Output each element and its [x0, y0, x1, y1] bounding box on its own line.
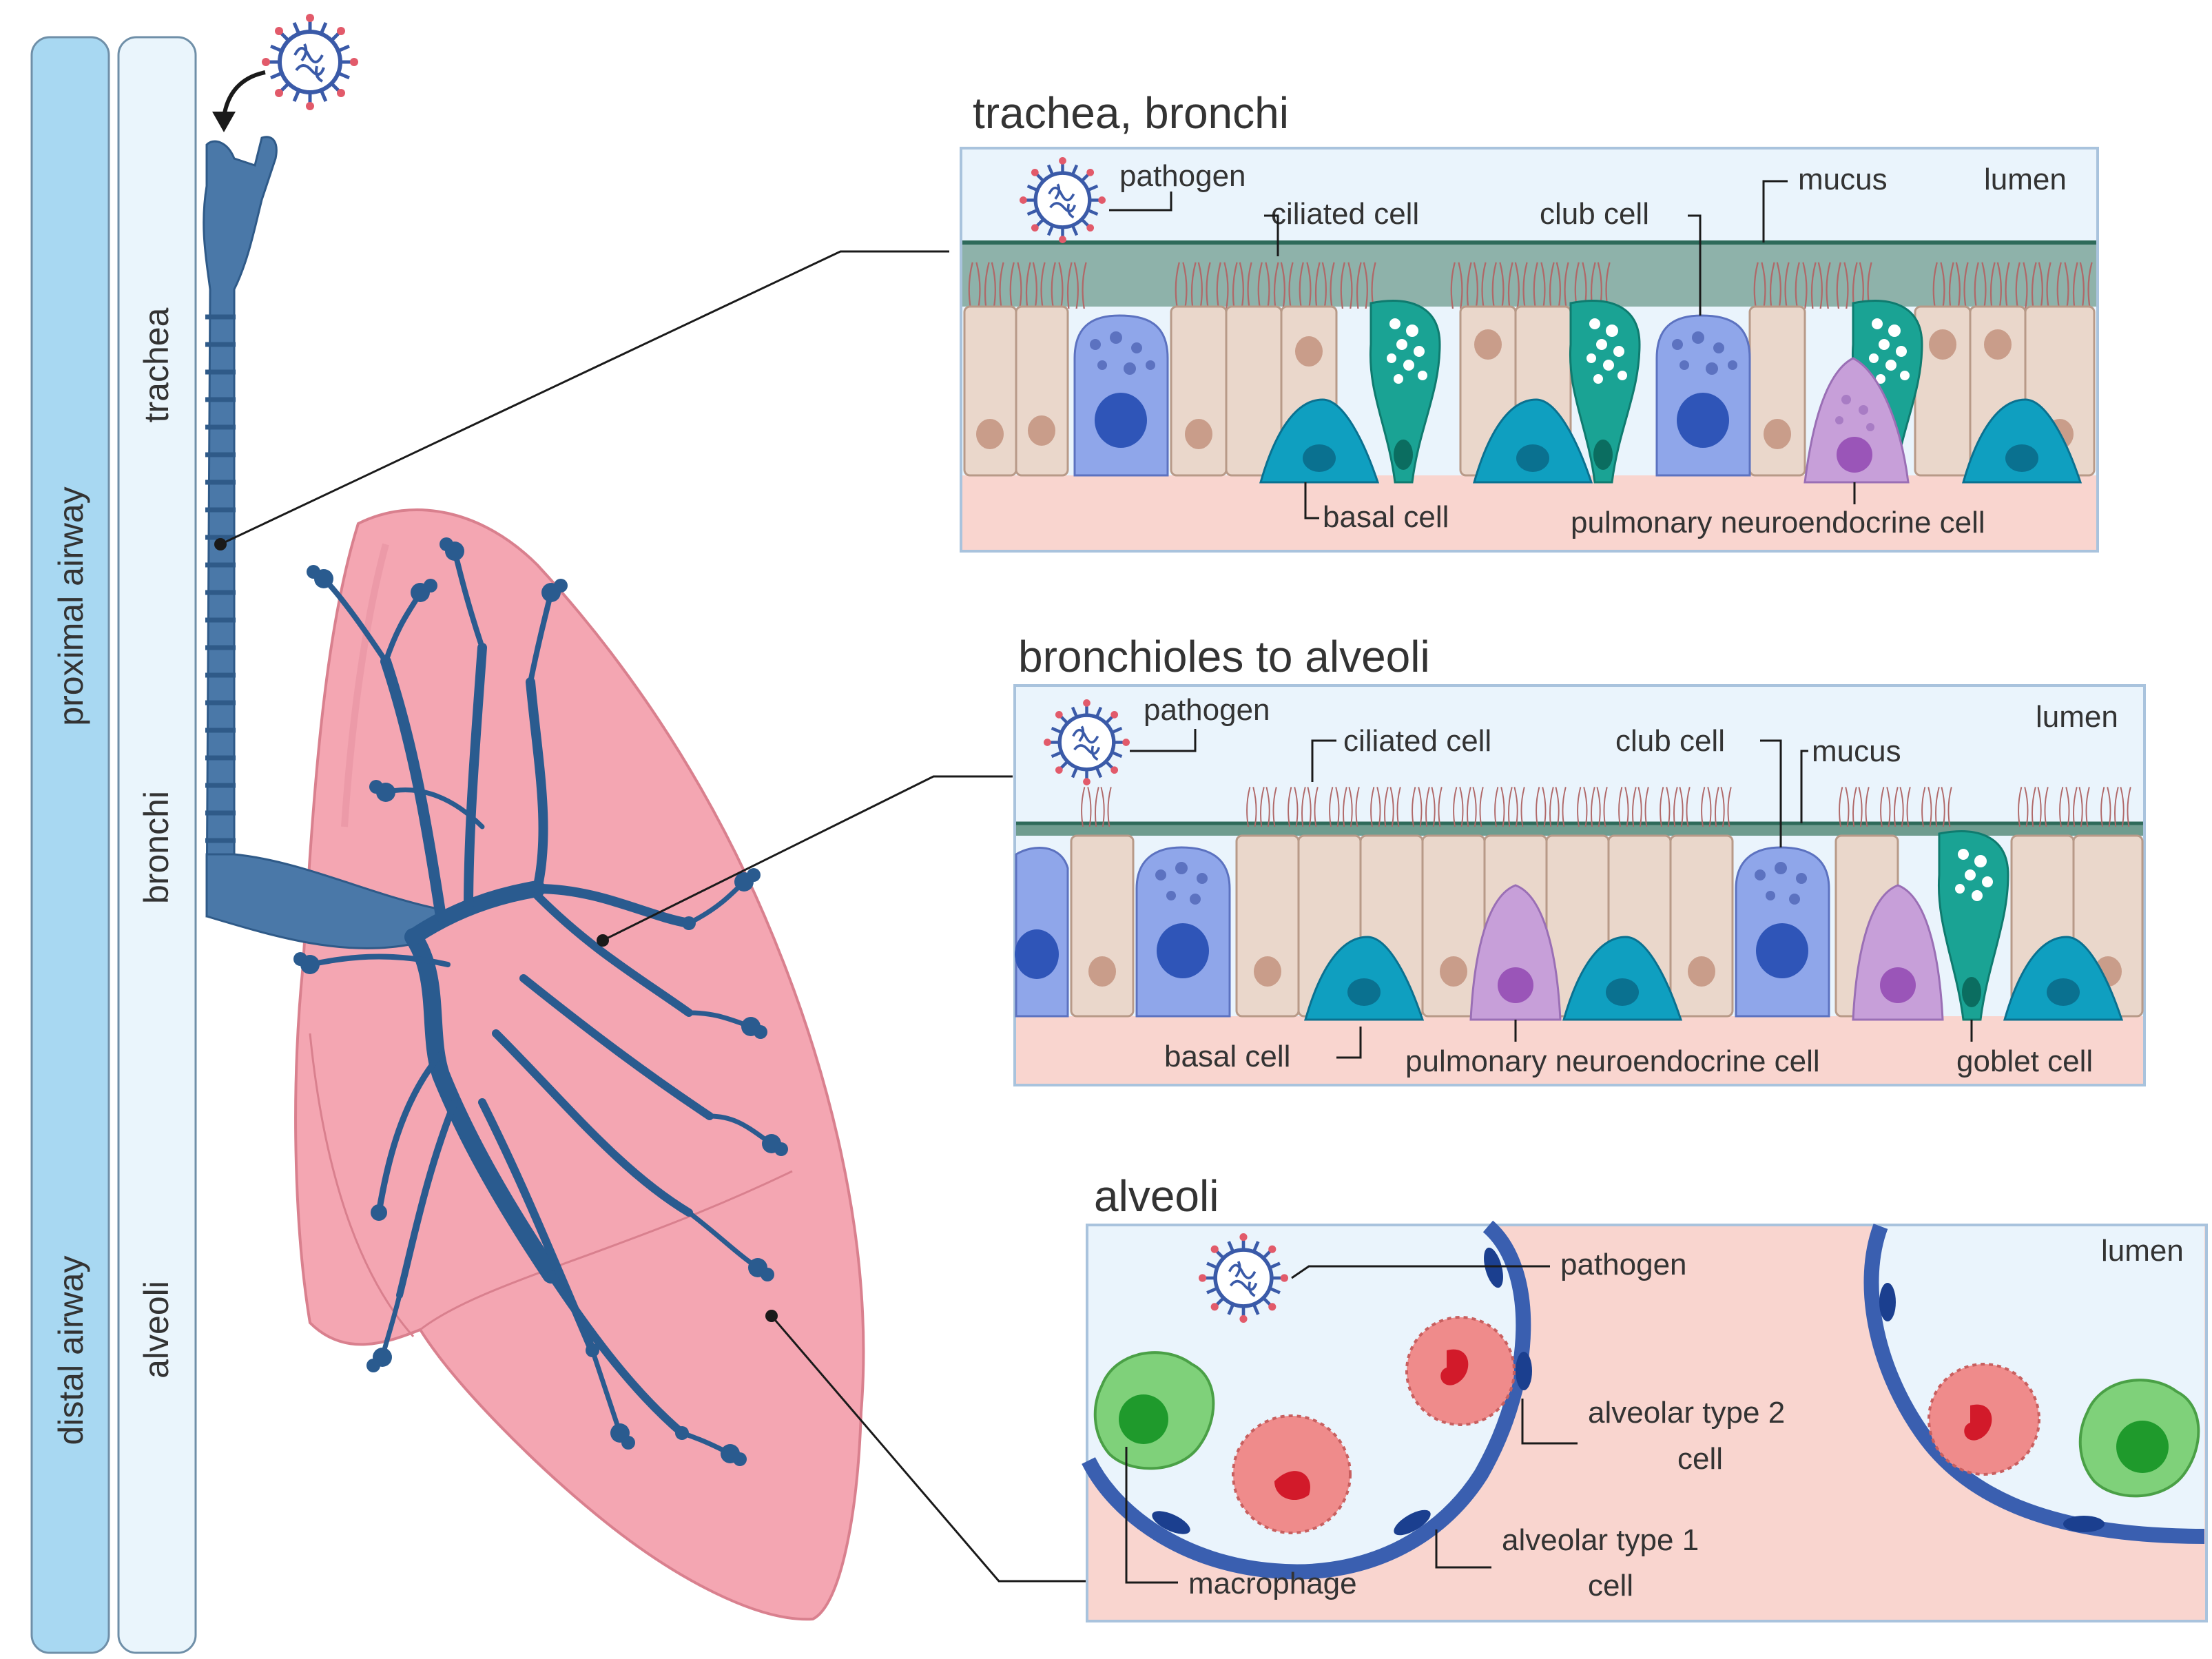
- ciliated-leader: [1264, 214, 1279, 256]
- panel-alveoli: pathogen lumen alveolar type 2 cell alve…: [1082, 1220, 2208, 1622]
- panel-trachea-basal-label: basal cell: [1323, 500, 1449, 534]
- bronchi-label: bronchi: [137, 791, 176, 904]
- mucus-leader: [1762, 180, 1788, 243]
- at2-cell-3: [1927, 1363, 2040, 1476]
- panel-alveoli-title: alveoli: [1094, 1171, 1219, 1221]
- panel-bronchioles-mucus-label: mucus: [1812, 734, 1901, 768]
- club-cell-2: [1655, 314, 1751, 477]
- trachea: [203, 136, 443, 949]
- panel-alveoli-at1-label-1: alveolar type 1: [1502, 1523, 1699, 1557]
- entry-arrow: [222, 70, 266, 118]
- alveolar-wall-left: [1082, 1220, 1531, 1580]
- panel-alveoli-at2-label-2: cell: [1677, 1442, 1723, 1476]
- panel-trachea-title: trachea, bronchi: [973, 88, 1289, 138]
- at2-cell-2: [1232, 1414, 1352, 1534]
- goblet-cell-2: [1569, 300, 1641, 484]
- panel-alveoli-pathogen-label: pathogen: [1560, 1248, 1687, 1281]
- pathogen-leader: [1109, 192, 1172, 212]
- virus-icon: [262, 14, 358, 110]
- panel-bronchioles-club-label: club cell: [1615, 724, 1725, 758]
- lung: [294, 508, 865, 1621]
- at1-nuclei: [1152, 1247, 2105, 1536]
- macrophage-cell-2: [2078, 1379, 2200, 1498]
- bronchiole-leader: [602, 775, 1013, 942]
- airway-region-bar: proximal airway distal airway: [30, 36, 110, 1654]
- lung-lobe: [294, 508, 865, 1621]
- pnec-cell: [1803, 357, 1910, 484]
- panel-bronchioles-virus-icon: [1044, 699, 1130, 785]
- mucus-layer: [962, 243, 2096, 307]
- basal-leader: [1304, 482, 1319, 519]
- outer-region-bar: [30, 36, 110, 1654]
- at1-leader: [1435, 1529, 1491, 1569]
- lung-shading: [341, 543, 389, 827]
- panel-alveoli-at2-label-1: alveolar type 2: [1588, 1396, 1785, 1430]
- at2-cell: [1405, 1316, 1516, 1426]
- alveolar-sacs: [293, 537, 788, 1466]
- alveoli-leader: [770, 1315, 1087, 1583]
- arrow-head-icon: [212, 112, 236, 132]
- trachea-leader: [220, 250, 949, 546]
- trachea-tube: [203, 136, 278, 918]
- panel-alveoli-virus-icon: [1199, 1233, 1288, 1323]
- basal-nuclei-2: [1347, 978, 2080, 1006]
- panel-bronchioles-lumen-label: lumen: [2036, 700, 2118, 734]
- macrophage-leader: [1125, 1447, 1178, 1584]
- panel-bronchioles-pnec-label: pulmonary neuroendocrine cell: [1405, 1044, 1820, 1078]
- panel-bronchioles-pathogen-label: pathogen: [1144, 693, 1270, 727]
- basement-membrane: [962, 475, 2096, 550]
- alveoli-label: alveoli: [137, 1281, 176, 1379]
- goblet-cell-panel2: [1937, 830, 2009, 1021]
- trachea-label: trachea: [137, 307, 176, 422]
- panel-bronchioles-basal-label: basal cell: [1164, 1040, 1290, 1073]
- basal-leader-2: [1336, 1027, 1362, 1059]
- distal-airway-label: distal airway: [52, 1255, 90, 1445]
- club-cell: [1073, 314, 1169, 477]
- panel-bronchioles: pathogen ciliated cell club cell mucus l…: [1013, 684, 2146, 1086]
- club-leader-2: [1760, 739, 1782, 847]
- club-leader: [1688, 214, 1702, 316]
- ciliated-nuclei: [976, 329, 2074, 449]
- basal-nuclei: [1303, 444, 2038, 472]
- basement-membrane-2: [1016, 1016, 2143, 1084]
- alveolus-left: [1088, 1226, 1524, 1572]
- airway-segment-bar: trachea bronchi alveoli: [117, 36, 197, 1654]
- pnec-cells-2: [1469, 884, 1944, 1021]
- proximal-airway-label: proximal airway: [52, 486, 90, 725]
- panel-trachea-club-label: club cell: [1540, 197, 1649, 231]
- mucus-leader-2: [1800, 750, 1808, 823]
- panel-trachea-ciliated-label: ciliated cell: [1271, 197, 1419, 231]
- panel-bronchioles-ciliated-label: ciliated cell: [1343, 724, 1491, 758]
- macrophage-cell: [1093, 1351, 1215, 1470]
- panel-trachea-mucus-label: mucus: [1798, 163, 1888, 196]
- panel-trachea: pathogen ciliated cell club cell mucus l…: [960, 147, 2099, 553]
- panel-trachea-pathogen-label: pathogen: [1119, 159, 1246, 193]
- lung-fissure-2: [420, 1170, 793, 1331]
- ciliated-leader-2: [1311, 739, 1336, 782]
- basal-cells: [1259, 398, 2082, 484]
- panel-trachea-virus-icon: [1020, 157, 1106, 243]
- at2-leader: [1521, 1399, 1578, 1445]
- club-cells-2: [1015, 846, 1830, 1018]
- panel-alveoli-lumen-label: lumen: [2101, 1234, 2184, 1268]
- inner-segment-bar: [117, 36, 197, 1654]
- panel-alveoli-at1-label-2: cell: [1588, 1569, 1633, 1603]
- lung-fissure: [309, 1033, 415, 1337]
- pathogen-leader-2: [1130, 729, 1197, 752]
- panel-bronchioles-title: bronchioles to alveoli: [1018, 632, 1430, 681]
- pathogen-leader-3: [1291, 1265, 1550, 1279]
- panel-alveoli-macrophage-label: macrophage: [1188, 1567, 1357, 1600]
- panel-bronchioles-goblet-label: goblet cell: [1956, 1044, 2093, 1078]
- mucus-layer-2: [1016, 823, 2143, 836]
- goblet-cell: [1369, 300, 1441, 484]
- panel-trachea-lumen-label: lumen: [1984, 163, 2067, 196]
- panel-trachea-pnec-label: pulmonary neuroendocrine cell: [1571, 506, 1985, 539]
